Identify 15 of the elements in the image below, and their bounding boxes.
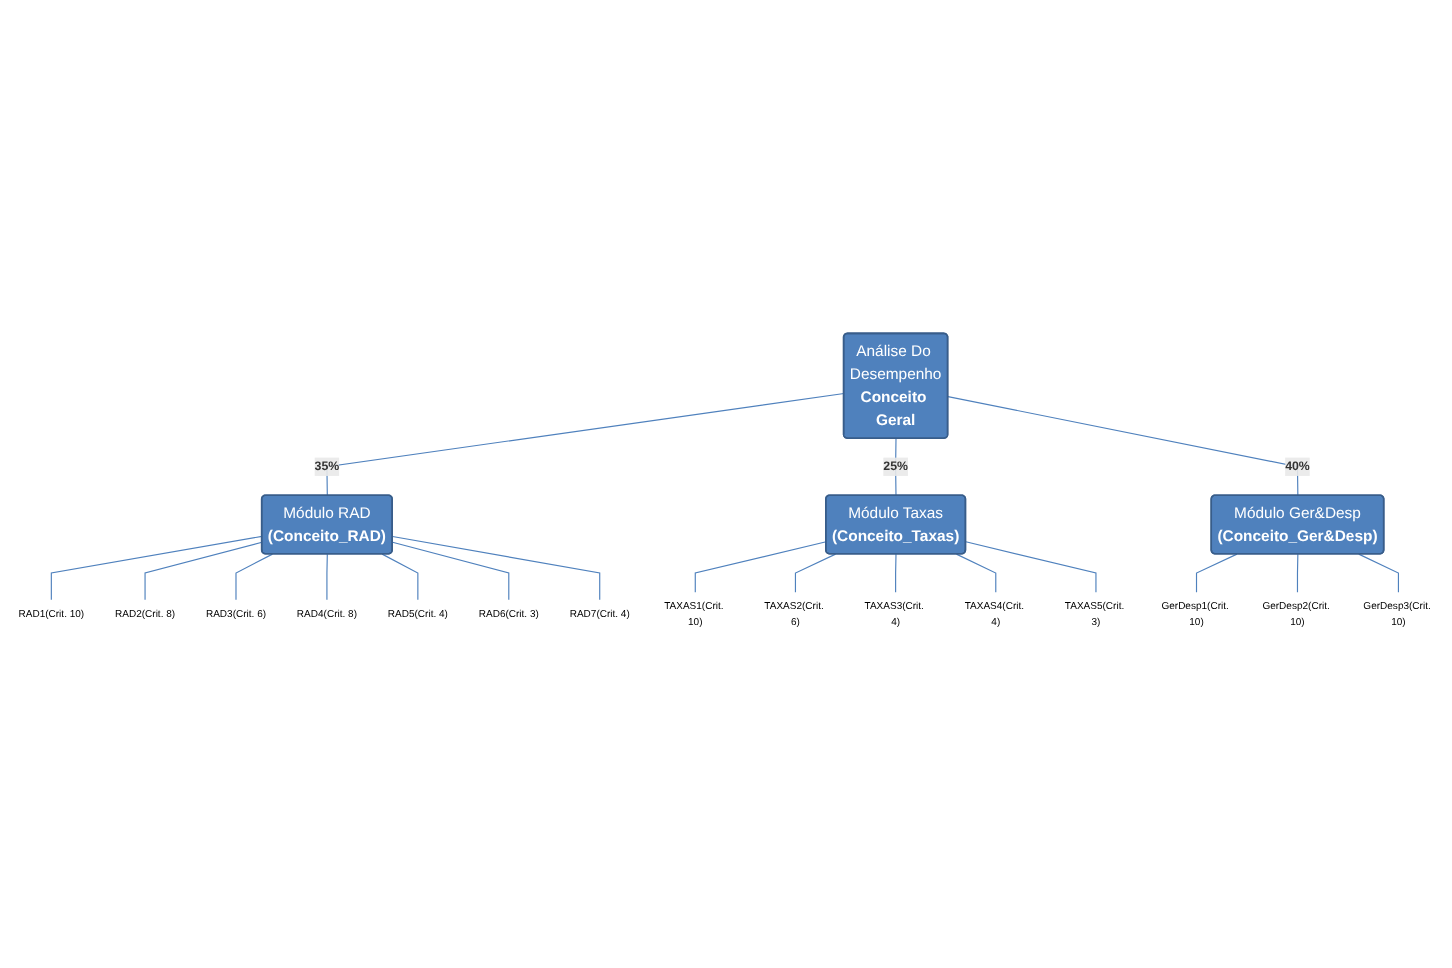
connector xyxy=(391,541,510,601)
connector xyxy=(694,541,827,593)
connector xyxy=(326,553,328,601)
connector xyxy=(1195,553,1238,593)
connector xyxy=(1296,553,1299,593)
connector xyxy=(955,553,997,593)
connector xyxy=(144,541,263,601)
connector xyxy=(947,396,1299,497)
connector xyxy=(895,553,897,593)
connector xyxy=(50,535,263,601)
connector xyxy=(391,535,601,601)
connector xyxy=(794,553,837,593)
connector xyxy=(965,541,1097,593)
connector xyxy=(1358,553,1399,593)
connector xyxy=(326,392,845,497)
